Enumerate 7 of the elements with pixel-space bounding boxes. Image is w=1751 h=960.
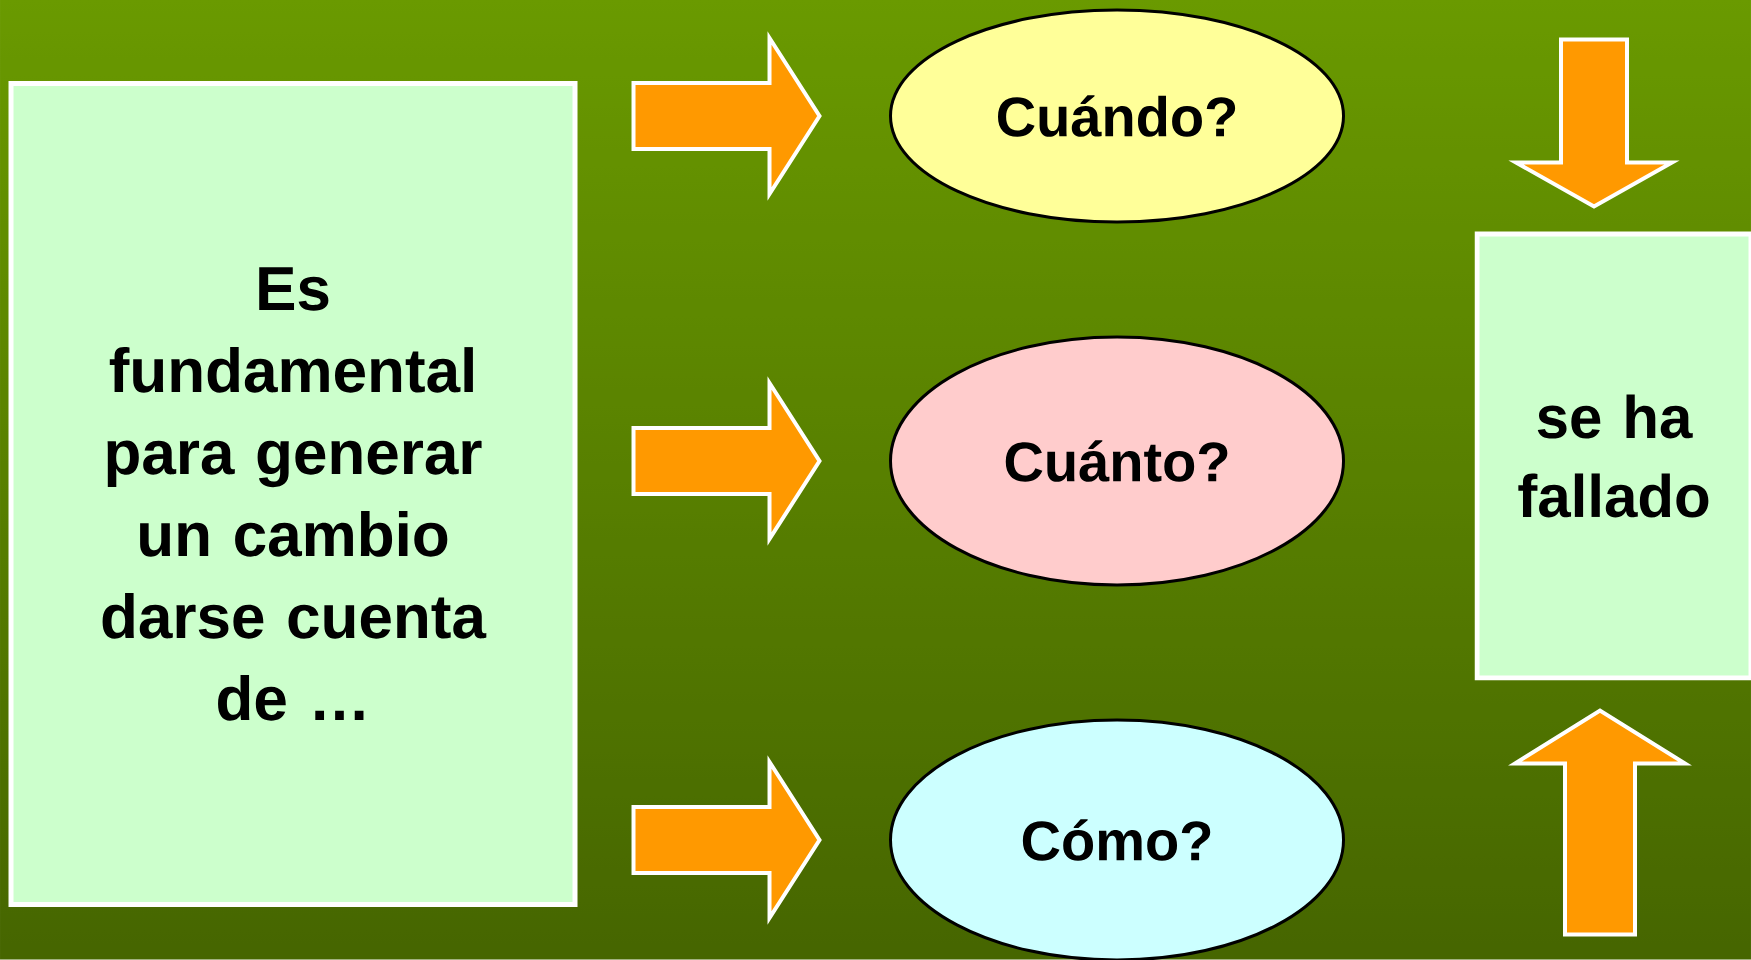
block-arrow: [631, 31, 822, 201]
block-arrow: [1508, 708, 1692, 937]
text-box: Es fundamental para generar un cambio darse cuenta de …: [8, 81, 578, 907]
text-box: se ha fallado: [1474, 231, 1751, 681]
block-arrow: [631, 755, 822, 925]
block-arrow: [1508, 37, 1680, 209]
block-arrow: [631, 376, 822, 546]
